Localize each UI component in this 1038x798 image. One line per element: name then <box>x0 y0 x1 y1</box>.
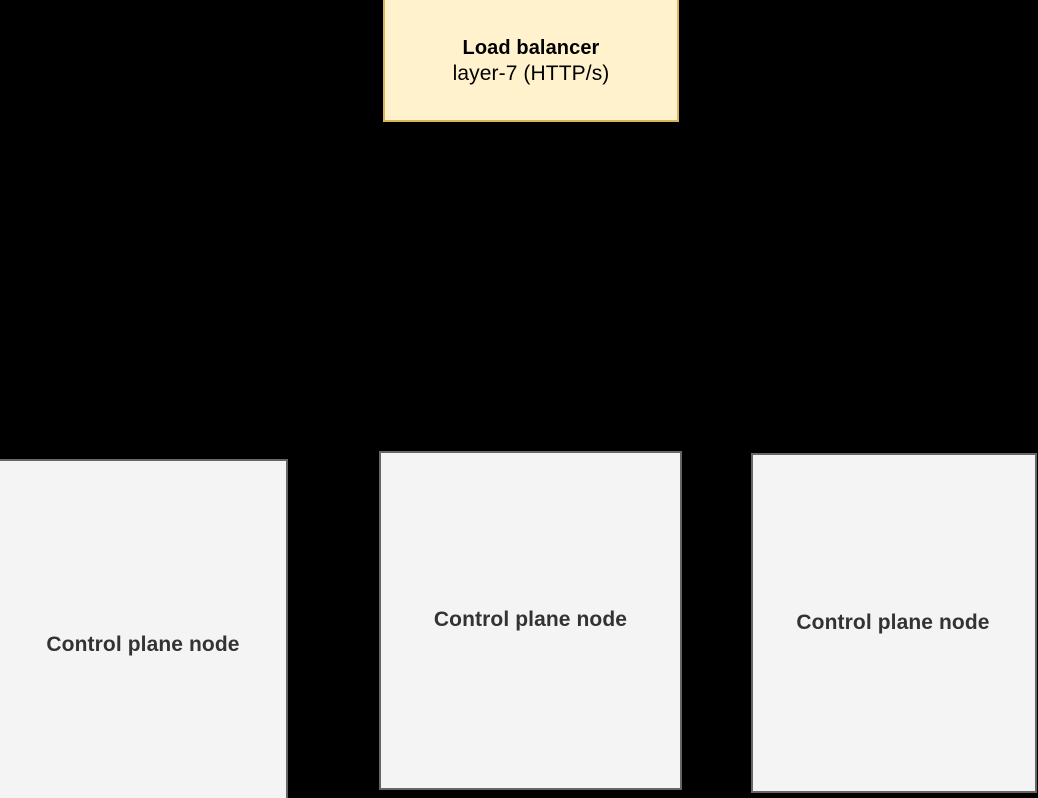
load-balancer-node[interactable]: Load balancer layer-7 (HTTP/s) <box>383 0 679 122</box>
control-plane-node-3[interactable]: Control plane node <box>751 453 1037 793</box>
control-plane-node-3-label: Control plane node <box>796 611 990 635</box>
load-balancer-text-stack: Load balancer layer-7 (HTTP/s) <box>453 36 610 88</box>
load-balancer-title: Load balancer <box>462 36 600 59</box>
control-plane-node-1[interactable]: Control plane node <box>0 459 288 798</box>
load-balancer-subtitle: layer-7 (HTTP/s) <box>452 62 610 86</box>
control-plane-node-1-label: Control plane node <box>46 633 240 657</box>
control-plane-node-2-label: Control plane node <box>433 607 628 631</box>
control-plane-node-2[interactable]: Control plane node <box>379 451 682 790</box>
